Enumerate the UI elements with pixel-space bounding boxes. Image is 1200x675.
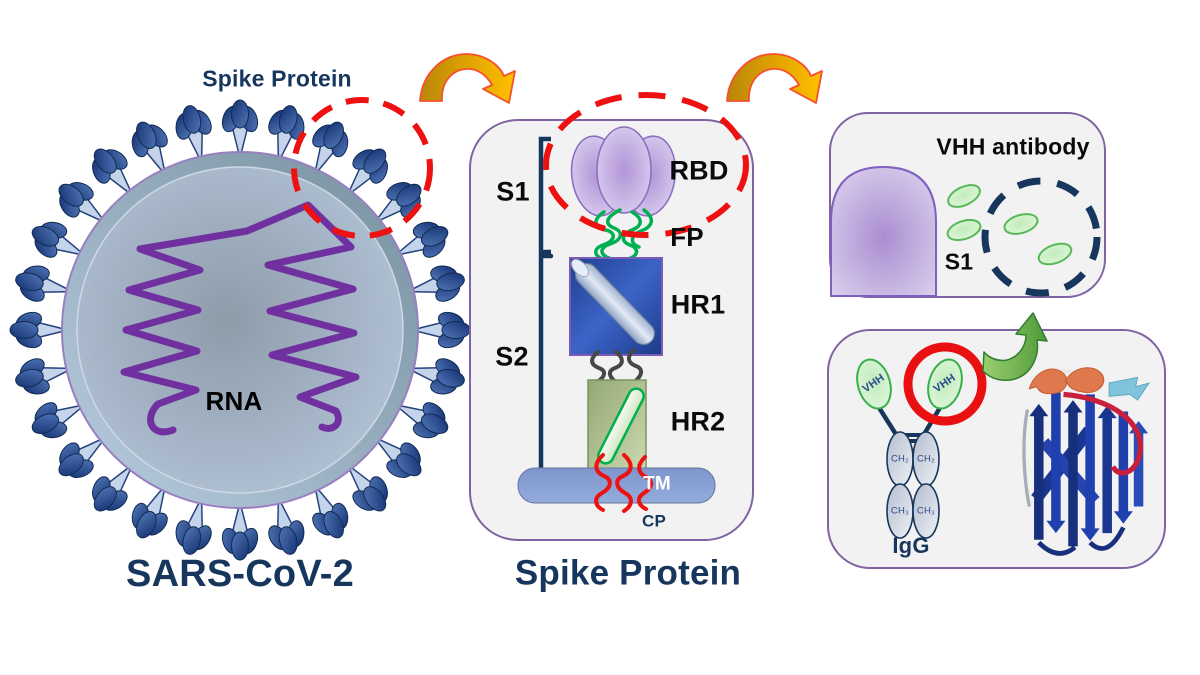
igg-ch2-left-label: CH₂ — [890, 453, 910, 465]
rna-strand — [120, 201, 360, 436]
cp-squiggles — [594, 453, 653, 513]
igg-ch-domains — [886, 431, 940, 539]
fp-label: FP — [670, 222, 704, 252]
spike-domain-panel — [469, 92, 754, 541]
s1-bracket — [538, 136, 551, 255]
rbd-shape — [570, 126, 677, 217]
spike-inspection-dashed-circle — [291, 97, 433, 239]
s2-bracket — [538, 253, 554, 472]
hr1-cylinder-cap — [571, 258, 589, 278]
linker-squiggles — [590, 348, 643, 385]
s1-dome — [830, 165, 937, 297]
igg-panel — [827, 329, 1166, 569]
hr2-helix-cylinder — [597, 387, 645, 465]
s2-label: S2 — [495, 341, 529, 372]
binding-dashed-circle — [981, 177, 1101, 297]
igg-ch3-right-label: CH₃ — [916, 505, 936, 517]
fp-squiggles — [594, 208, 653, 262]
igg-vhh-left — [856, 358, 892, 410]
tm-label: TM — [643, 473, 671, 495]
igg-ch3-left-label: CH₃ — [890, 505, 910, 517]
rbd-inspection-dashed-ellipse — [543, 92, 749, 238]
zoom-arrow-right-icon — [726, 53, 823, 104]
rna-label: RNA — [205, 386, 263, 416]
vhh-panel-title: VHH antibody — [936, 133, 1090, 160]
spike-protein-callout: Spike Protein — [202, 65, 352, 92]
zoom-arrow-left-icon — [419, 53, 516, 104]
vhh-ribbon-structure — [1022, 367, 1151, 556]
extraction-arrow-icon — [982, 312, 1048, 381]
virus-title: SARS-CoV-2 — [126, 553, 354, 595]
vhh-panel-s1-label: S1 — [944, 248, 974, 275]
igg-vhh-right — [927, 358, 963, 410]
hr2-label: HR2 — [670, 406, 726, 437]
spike-panel-title: Spike Protein — [514, 553, 742, 593]
hr1-label: HR1 — [670, 289, 726, 320]
vhh-highlight-ring — [903, 342, 987, 426]
vhh-molecules — [946, 184, 1073, 266]
rbd-label: RBD — [669, 155, 729, 186]
cp-label: CP — [641, 511, 667, 531]
igg-ch2-right-label: CH₂ — [916, 453, 936, 465]
vhh-antibody-panel — [829, 112, 1106, 298]
s1-label: S1 — [496, 176, 530, 207]
sars-cov-2-virion — [9, 99, 471, 561]
igg-title: IgG — [892, 533, 930, 558]
